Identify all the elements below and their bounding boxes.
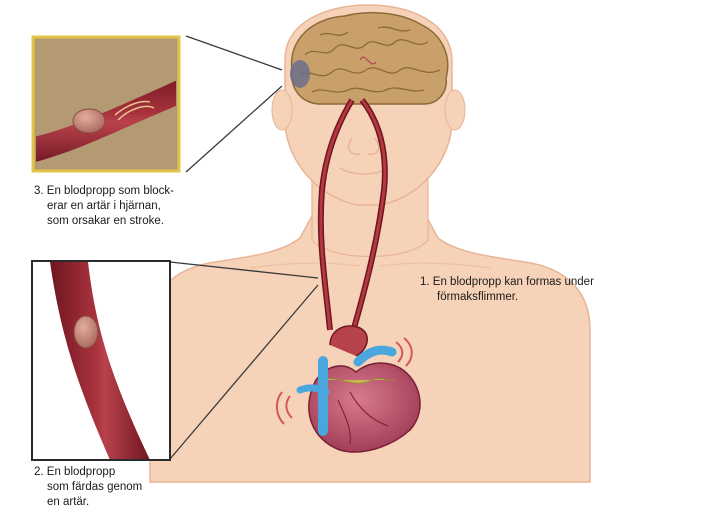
label-step-2-line1: En blodpropp — [46, 466, 116, 478]
heart-icon — [276, 325, 421, 453]
nose — [348, 137, 380, 156]
label-step-3: 3. En blodpropp som block- erar en artär… — [34, 184, 214, 229]
label-step-1-line2: förmaksflimmer. — [437, 291, 519, 303]
label-step-3-line3: som orsakar en stroke. — [47, 215, 164, 227]
label-step-2: 2. En blodpropp som färdas genom en artä… — [34, 465, 184, 510]
label-step-3-line1: En blodpropp som block- — [46, 185, 175, 197]
ear-left — [271, 89, 293, 131]
inset-travelling-artery — [31, 260, 171, 461]
label-step-1-line1: En blodpropp kan formas under — [432, 276, 594, 288]
label-step-3-line2: erar en artär i hjärnan, — [47, 200, 161, 212]
collarbone — [249, 262, 491, 269]
label-step-1: 1. En blodpropp kan formas under förmaks… — [420, 275, 650, 305]
blood-clot-icon — [73, 315, 99, 349]
label-step-1-number: 1. — [420, 276, 430, 288]
artery-icon — [317, 98, 388, 336]
label-step-2-line3: en artär. — [47, 496, 90, 508]
brain-icon — [290, 11, 449, 105]
blood-clot-icon — [72, 108, 106, 134]
label-step-2-number: 2. — [34, 466, 44, 478]
label-step-2-line2: som färdas genom — [47, 481, 143, 493]
label-step-3-number: 3. — [34, 185, 44, 197]
ear-right — [444, 89, 466, 131]
stroke-area — [290, 60, 310, 88]
connector-lines — [169, 35, 319, 460]
inset-brain-artery — [31, 35, 181, 173]
